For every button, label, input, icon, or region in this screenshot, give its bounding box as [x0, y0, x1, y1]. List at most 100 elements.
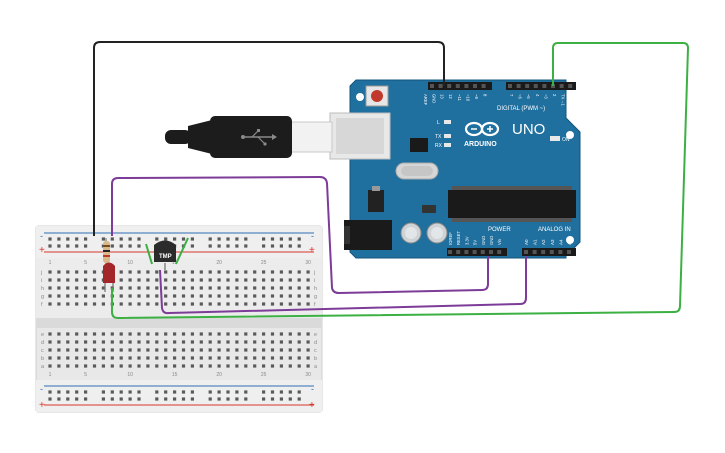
breadboard-hole[interactable]: [288, 356, 292, 360]
breadboard-hole[interactable]: [297, 302, 301, 306]
breadboard-hole[interactable]: [155, 294, 159, 298]
breadboard-hole[interactable]: [235, 356, 239, 360]
breadboard-hole[interactable]: [288, 302, 292, 306]
breadboard-hole[interactable]: [190, 244, 194, 248]
breadboard-hole[interactable]: [297, 356, 301, 360]
breadboard-hole[interactable]: [48, 348, 52, 352]
breadboard-hole[interactable]: [84, 332, 88, 336]
breadboard-hole[interactable]: [146, 356, 150, 360]
breadboard-hole[interactable]: [137, 244, 141, 248]
breadboard-hole[interactable]: [84, 340, 88, 344]
breadboard-hole[interactable]: [119, 294, 123, 298]
breadboard-hole[interactable]: [101, 356, 105, 360]
breadboard-hole[interactable]: [288, 237, 292, 241]
breadboard-hole[interactable]: [297, 340, 301, 344]
breadboard-hole[interactable]: [57, 390, 61, 394]
breadboard-hole[interactable]: [164, 348, 168, 352]
breadboard-hole[interactable]: [173, 332, 177, 336]
temperature-sensor[interactable]: TMP: [145, 237, 189, 270]
breadboard-hole[interactable]: [181, 356, 186, 360]
breadboard-hole[interactable]: [146, 364, 150, 368]
breadboard-hole[interactable]: [101, 348, 105, 352]
breadboard-hole[interactable]: [119, 270, 123, 274]
breadboard-hole[interactable]: [75, 348, 79, 352]
breadboard-hole[interactable]: [262, 294, 266, 298]
breadboard-hole[interactable]: [75, 390, 79, 394]
wire-purple-a0[interactable]: [159, 256, 527, 315]
breadboard-hole[interactable]: [66, 294, 70, 298]
breadboard-hole[interactable]: [164, 302, 168, 306]
breadboard-hole[interactable]: [262, 237, 266, 241]
breadboard-hole[interactable]: [306, 294, 310, 298]
breadboard-hole[interactable]: [181, 302, 186, 306]
header-pin[interactable]: [455, 84, 460, 88]
header-pin[interactable]: [480, 250, 485, 254]
breadboard-hole[interactable]: [48, 278, 52, 282]
breadboard-hole[interactable]: [48, 364, 52, 368]
breadboard-hole[interactable]: [190, 397, 194, 401]
breadboard-hole[interactable]: [262, 348, 266, 352]
breadboard-hole[interactable]: [270, 356, 275, 360]
header-pin[interactable]: [524, 250, 528, 254]
breadboard-hole[interactable]: [164, 390, 168, 394]
breadboard-hole[interactable]: [128, 286, 132, 290]
breadboard-hole[interactable]: [155, 397, 159, 401]
breadboard-hole[interactable]: [190, 390, 194, 394]
breadboard-hole[interactable]: [244, 356, 248, 360]
breadboard-hole[interactable]: [235, 294, 239, 298]
breadboard-hole[interactable]: [181, 237, 186, 241]
breadboard-hole[interactable]: [217, 332, 221, 336]
breadboard-hole[interactable]: [84, 397, 88, 401]
breadboard-hole[interactable]: [288, 294, 292, 298]
breadboard-hole[interactable]: [110, 237, 114, 241]
wire-purple-5v[interactable]: [111, 175, 489, 295]
breadboard-hole[interactable]: [288, 340, 292, 344]
breadboard-hole[interactable]: [199, 364, 203, 368]
breadboard-hole[interactable]: [164, 340, 168, 344]
breadboard-hole[interactable]: [92, 286, 97, 290]
breadboard-hole[interactable]: [110, 340, 114, 344]
breadboard-hole[interactable]: [181, 348, 186, 352]
breadboard-hole[interactable]: [270, 244, 275, 248]
breadboard-hole[interactable]: [288, 390, 292, 394]
breadboard-hole[interactable]: [217, 302, 221, 306]
breadboard-hole[interactable]: [235, 244, 239, 248]
header-pin[interactable]: [525, 84, 530, 88]
breadboard-hole[interactable]: [119, 340, 123, 344]
breadboard-hole[interactable]: [253, 348, 257, 352]
breadboard-hole[interactable]: [181, 340, 186, 344]
breadboard-hole[interactable]: [57, 237, 61, 241]
breadboard-hole[interactable]: [57, 332, 61, 336]
breadboard-hole[interactable]: [155, 340, 159, 344]
breadboard-hole[interactable]: [137, 302, 141, 306]
breadboard-hole[interactable]: [226, 237, 230, 241]
breadboard-hole[interactable]: [235, 332, 239, 336]
breadboard-hole[interactable]: [190, 278, 194, 282]
breadboard-hole[interactable]: [288, 278, 292, 282]
breadboard-hole[interactable]: [235, 278, 239, 282]
breadboard-hole[interactable]: [101, 302, 105, 306]
breadboard-hole[interactable]: [155, 278, 159, 282]
breadboard-hole[interactable]: [244, 364, 248, 368]
breadboard-hole[interactable]: [84, 270, 88, 274]
power-jack[interactable]: [344, 220, 392, 250]
breadboard-hole[interactable]: [48, 397, 52, 401]
breadboard-hole[interactable]: [173, 302, 177, 306]
breadboard-hole[interactable]: [217, 244, 221, 248]
breadboard-hole[interactable]: [128, 270, 132, 274]
breadboard-hole[interactable]: [92, 278, 97, 282]
breadboard-hole[interactable]: [199, 286, 203, 290]
header-pin[interactable]: [464, 84, 469, 88]
breadboard-hole[interactable]: [75, 270, 79, 274]
breadboard-hole[interactable]: [48, 244, 52, 248]
breadboard-hole[interactable]: [119, 237, 123, 241]
breadboard-hole[interactable]: [190, 348, 194, 352]
breadboard-hole[interactable]: [235, 390, 239, 394]
breadboard-hole[interactable]: [66, 302, 70, 306]
breadboard-hole[interactable]: [164, 364, 168, 368]
breadboard-hole[interactable]: [253, 332, 257, 336]
breadboard-hole[interactable]: [279, 244, 283, 248]
breadboard-hole[interactable]: [244, 348, 248, 352]
breadboard-hole[interactable]: [226, 397, 230, 401]
breadboard-hole[interactable]: [235, 286, 239, 290]
